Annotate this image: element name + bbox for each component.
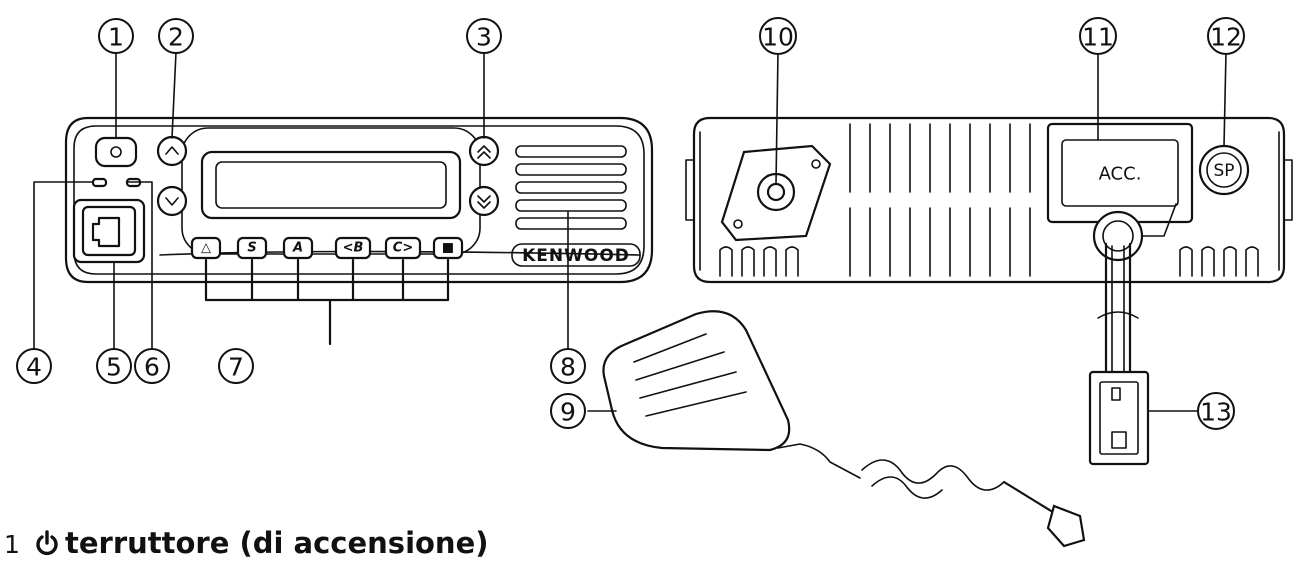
rear-panel: ACC. SP	[685, 116, 1293, 284]
channel-down-button[interactable]	[156, 185, 188, 217]
antenna-connector	[720, 144, 832, 242]
display	[181, 127, 481, 255]
callout-3-label: 3	[476, 23, 492, 52]
callout-6-label: 6	[144, 353, 160, 382]
callout-13-label: 13	[1200, 398, 1232, 427]
power-icon	[36, 530, 58, 556]
callout-7: 7	[218, 348, 254, 384]
callout-10: 10	[759, 17, 797, 55]
callout-5: 5	[96, 348, 132, 384]
callout-8-label: 8	[560, 353, 576, 382]
speaker-grille	[515, 145, 627, 230]
caption-title: terruttore (di accensione)	[34, 526, 489, 560]
caption-number: 1	[4, 530, 20, 559]
callout-13: 13	[1197, 392, 1235, 430]
callout-12-label: 12	[1210, 23, 1242, 52]
caption-title-text: terruttore (di accensione)	[65, 526, 489, 560]
leader-lines	[33, 51, 1227, 412]
callout-9: 9	[550, 393, 586, 429]
volume-up-button[interactable]	[468, 135, 500, 167]
callout-4: 4	[16, 348, 52, 384]
callout-7-label: 7	[228, 353, 244, 382]
function-key-3[interactable]: A	[282, 236, 314, 260]
callout-11-label: 11	[1082, 23, 1114, 52]
function-key-2[interactable]: S	[236, 236, 268, 260]
callout-1: 1	[98, 18, 134, 54]
function-key-5-label: C>	[393, 241, 413, 256]
front-panel: △ S A <B C> ■ KENWOOD	[64, 116, 654, 284]
keys-bracket	[204, 258, 450, 346]
function-key-2-label: S	[247, 241, 256, 256]
function-key-6-label: ■	[442, 241, 454, 256]
function-key-6[interactable]: ■	[432, 236, 464, 260]
led-left	[91, 177, 108, 188]
function-key-1[interactable]: △	[190, 236, 222, 260]
callout-2-label: 2	[168, 23, 184, 52]
brand-name: KENWOOD	[522, 246, 630, 266]
callout-5-label: 5	[106, 353, 122, 382]
power-plug	[1088, 370, 1150, 466]
speaker-label: SP	[1213, 161, 1234, 181]
callout-10-label: 10	[762, 23, 794, 52]
mic-connector	[72, 198, 146, 264]
callout-3: 3	[466, 18, 502, 54]
volume-down-button[interactable]	[468, 185, 500, 217]
callout-9-label: 9	[560, 398, 576, 427]
function-key-4[interactable]: <B	[334, 236, 372, 260]
function-key-4-label: <B	[343, 241, 364, 256]
callout-6: 6	[134, 348, 170, 384]
heatsink-fins	[719, 123, 1259, 277]
function-key-5[interactable]: C>	[384, 236, 422, 260]
callout-2: 2	[158, 18, 194, 54]
power-button[interactable]	[94, 136, 138, 168]
callout-4-label: 4	[26, 353, 42, 382]
brand-logo: KENWOOD	[511, 243, 641, 267]
callout-11: 11	[1079, 17, 1117, 55]
channel-up-button[interactable]	[156, 135, 188, 167]
callout-12: 12	[1207, 17, 1245, 55]
acc-label: ACC.	[1099, 164, 1142, 185]
callout-1-label: 1	[108, 23, 124, 52]
function-key-3-label: A	[292, 241, 303, 256]
acc-connector: ACC.	[1046, 122, 1194, 224]
microphone	[602, 310, 1086, 548]
callout-8: 8	[550, 348, 586, 384]
section-caption: 1 terruttore (di accensione)	[4, 526, 489, 566]
function-key-1-label: △	[201, 241, 211, 256]
speaker-jack: SP	[1198, 144, 1250, 196]
